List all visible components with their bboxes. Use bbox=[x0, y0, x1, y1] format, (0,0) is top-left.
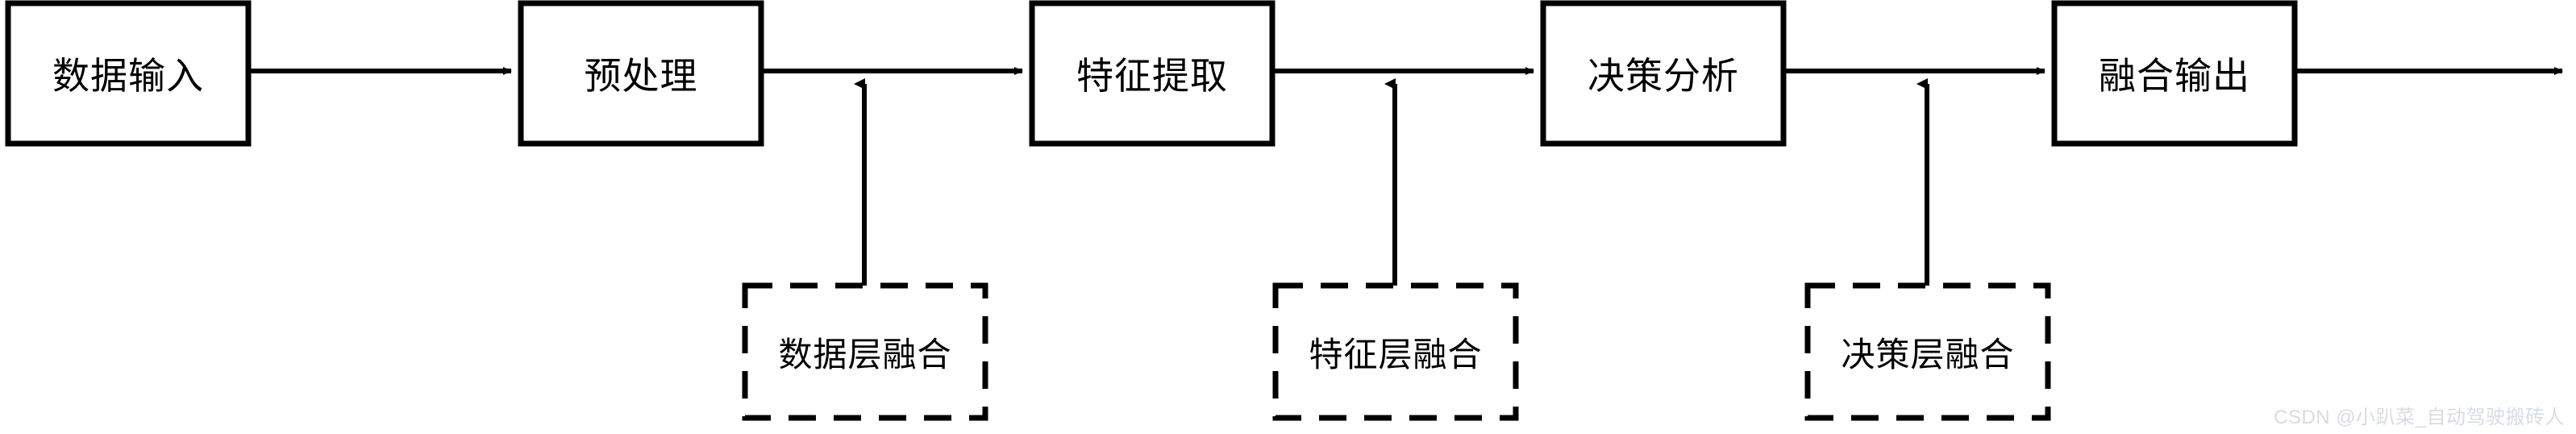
csdn-watermark: CSDN @小趴菜_自动驾驶搬砖人 bbox=[2274, 407, 2565, 428]
fusion-box-group bbox=[742, 282, 2051, 421]
process-node-box bbox=[5, 0, 252, 147]
fusion-node-box bbox=[1272, 282, 1519, 421]
process-node-box bbox=[1029, 0, 1276, 147]
process-node-box bbox=[2051, 0, 2298, 147]
fusion-node-box bbox=[1804, 282, 2051, 421]
vertical-connector-group bbox=[854, 78, 1929, 286]
process-node-box bbox=[1540, 0, 1787, 147]
fusion-node-box bbox=[742, 282, 988, 421]
process-node-box bbox=[518, 0, 764, 147]
process-box-group bbox=[5, 0, 2298, 147]
